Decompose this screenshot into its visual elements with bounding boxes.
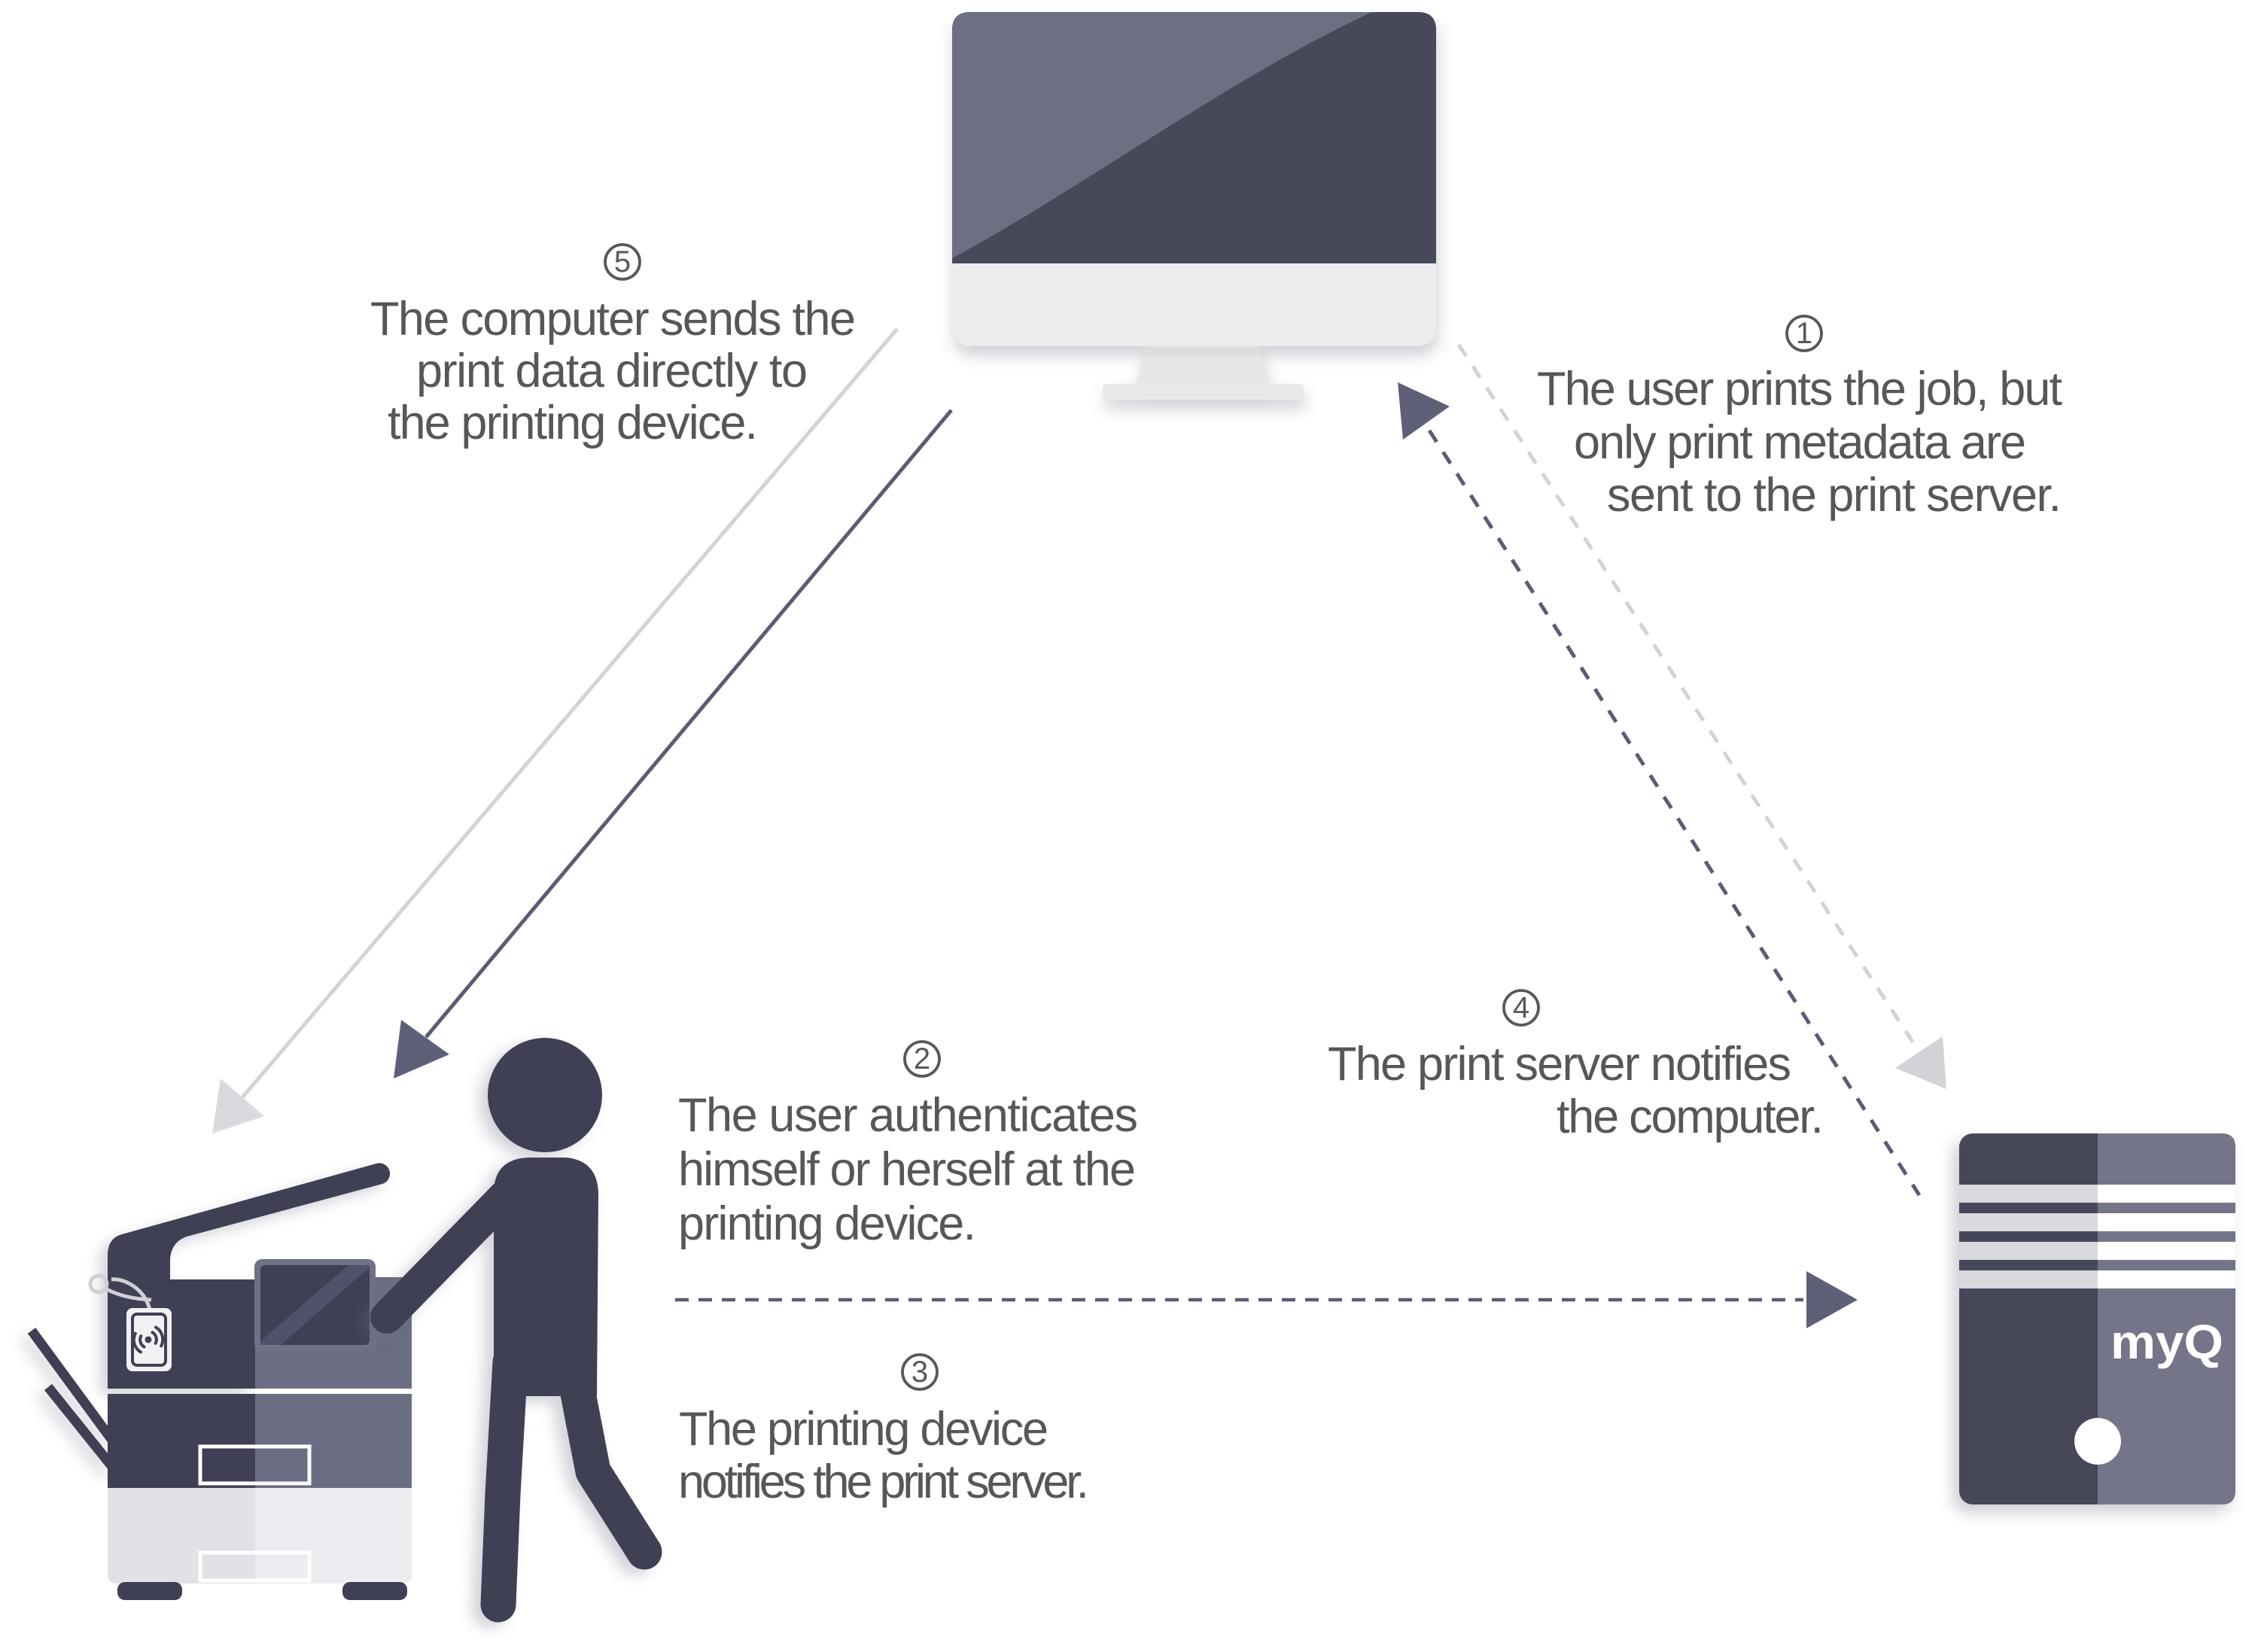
svg-text:1: 1 [1796,317,1812,350]
svg-text:The user authenticates: The user authenticates [678,1089,1138,1142]
svg-text:5: 5 [614,245,631,278]
svg-text:The printing device: The printing device [679,1403,1048,1456]
svg-text:sent to the print server.: sent to the print server. [1607,469,2062,522]
svg-text:2: 2 [914,1042,930,1075]
svg-text:the printing device.: the printing device. [388,397,758,449]
svg-text:the computer.: the computer. [1557,1091,1824,1143]
svg-text:3: 3 [911,1355,928,1389]
svg-text:The computer sends the: The computer sends the [370,293,856,345]
svg-text:only print metadata are: only print metadata are [1574,416,2026,469]
svg-text:The print server notifies: The print server notifies [1328,1038,1791,1091]
svg-text:print data directly to: print data directly to [416,345,808,397]
svg-text:himself or herself at the: himself or herself at the [678,1143,1136,1196]
svg-text:notifies the print server.: notifies the print server. [678,1456,1089,1508]
svg-text:The user prints the job, but: The user prints the job, but [1537,363,2062,415]
svg-text:printing device.: printing device. [678,1197,976,1250]
svg-text:4: 4 [1513,991,1529,1024]
svg-text:myQ: myQ [2110,1315,2223,1369]
